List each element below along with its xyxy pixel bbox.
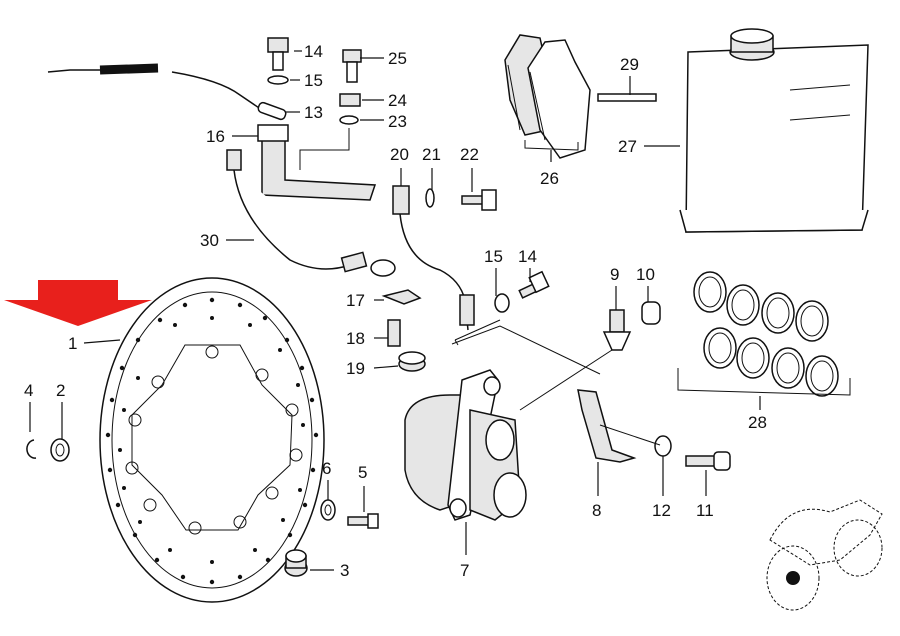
callout-28: 28: [748, 413, 767, 432]
washer-15-top: [267, 75, 289, 85]
callout-29: 29: [620, 55, 639, 74]
hose-20: [392, 185, 475, 331]
motorcycle-silhouette-icon: [766, 499, 883, 611]
bleeder-cap-10: [641, 301, 661, 325]
brake-line-30: [226, 149, 396, 277]
bracket-17: [381, 289, 422, 305]
bolt-11: [685, 451, 731, 471]
callout-7: 7: [460, 561, 469, 580]
callout-11: 11: [696, 501, 714, 520]
callout-15b: 15: [484, 247, 503, 266]
brake-pads: [504, 34, 591, 159]
callout-8: 8: [592, 501, 601, 520]
callout-23: 23: [388, 112, 407, 131]
bolt-18: [387, 319, 401, 347]
circlip-4: [26, 439, 37, 459]
bolt-5: [347, 513, 379, 529]
grommet-19: [398, 351, 426, 372]
callout-10: 10: [636, 265, 655, 284]
pin-29: [597, 93, 657, 102]
washer-12: [654, 435, 672, 457]
bolt-22: [461, 189, 497, 211]
arrow-indicator-icon: [4, 280, 152, 326]
washer-6: [320, 499, 336, 521]
callout-18: 18: [346, 329, 365, 348]
pipe-16: [257, 124, 377, 201]
callout-25: 25: [388, 49, 407, 68]
callout-22: 22: [460, 145, 479, 164]
bolt-14-mid: [518, 270, 550, 299]
callout-16: 16: [206, 127, 225, 146]
callout-9: 9: [610, 265, 619, 284]
callout-12: 12: [652, 501, 671, 520]
bolt-25: [342, 49, 362, 83]
callout-30: 30: [200, 231, 219, 250]
brake-caliper: [404, 319, 527, 521]
callout-4: 4: [24, 381, 33, 400]
leader-lines: [29, 50, 761, 571]
callout-20: 20: [390, 145, 409, 164]
callout-5: 5: [358, 463, 367, 482]
brake-disc: [99, 277, 325, 603]
callout-17: 17: [346, 291, 365, 310]
callout-24: 24: [388, 91, 407, 110]
callout-6: 6: [322, 459, 331, 478]
callout-1: 1: [68, 334, 77, 353]
callout-labels: 14 15 13 25 24 23 16 30 20 21 22 26 27 2…: [24, 42, 767, 580]
callout-15a: 15: [304, 71, 323, 90]
bleeder-valve-9: [602, 309, 632, 351]
washer-21: [425, 188, 435, 208]
callout-13: 13: [304, 103, 323, 122]
brake-fluid-can: [679, 28, 869, 233]
callout-27: 27: [618, 137, 637, 156]
callout-14a: 14: [304, 42, 323, 61]
washer-2: [50, 438, 70, 462]
callout-21: 21: [422, 145, 441, 164]
callout-3: 3: [340, 561, 349, 580]
washer-15-mid: [494, 293, 510, 313]
callout-19: 19: [346, 359, 365, 378]
seal-rings: [693, 271, 839, 397]
washer-23: [339, 115, 359, 125]
bushing-3: [284, 549, 308, 577]
nut-24: [339, 93, 361, 107]
brake-hose-upper: [47, 63, 287, 121]
callout-26: 26: [540, 169, 559, 188]
callout-14b: 14: [518, 247, 537, 266]
bolt-14-top: [267, 37, 289, 71]
callout-2: 2: [56, 381, 65, 400]
bracket-8: [577, 389, 637, 463]
